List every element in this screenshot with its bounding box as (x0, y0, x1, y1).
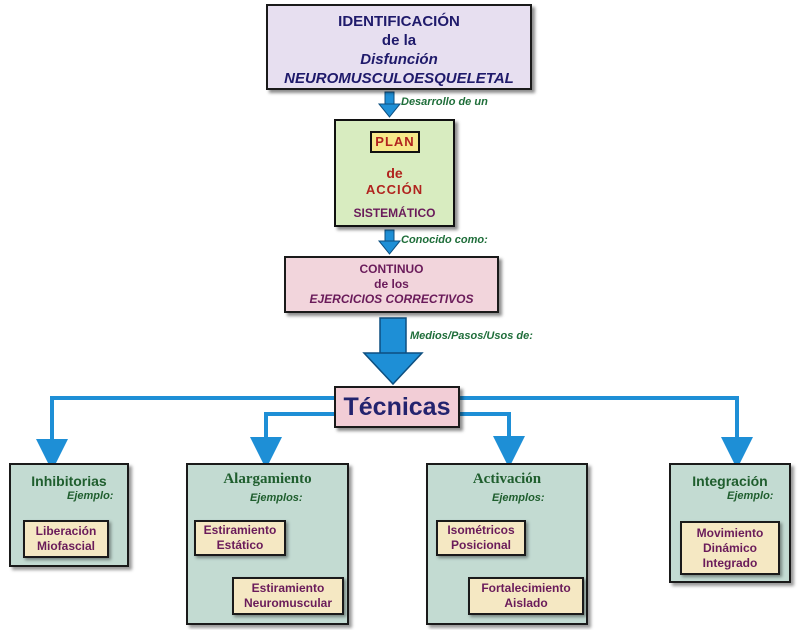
leaf-line: Isométricos (447, 523, 515, 537)
leaf-line: Liberación (35, 524, 97, 538)
category-inhibitorias-example: Ejemplo: (67, 490, 114, 502)
techniques-box: Técnicas (334, 386, 460, 428)
plan-tag: PLAN (370, 131, 420, 153)
leaf-line: Movimiento (696, 525, 764, 540)
leaf-movimiento-dinamico-integrado: Movimiento Dinámico Integrado (680, 521, 780, 575)
branch-activacion (460, 412, 525, 468)
leaf-line: Estático (216, 538, 264, 552)
connector-label-3: Medios/Pasos/Usos de: (410, 330, 533, 342)
category-alargamiento-example: Ejemplos: (250, 492, 303, 504)
category-integracion-example: Ejemplo: (727, 490, 774, 502)
category-activacion: Activación Ejemplos: Isométricos Posicio… (426, 463, 588, 625)
leaf-estiramiento-estatico: Estiramiento Estático (194, 520, 286, 556)
arrow-plan-to-continuum (377, 229, 402, 255)
leaf-liberacion-miofascial: Liberación Miofascial (23, 520, 109, 558)
leaf-line: Posicional (450, 538, 512, 552)
continuum-line3: EJERCICIOS CORRECTIVOS (309, 292, 474, 306)
plan-line3: ACCIÓN (365, 182, 424, 197)
leaf-line: Neuromuscular (243, 596, 333, 610)
leaf-line: Estiramiento (203, 523, 277, 537)
connector-label-1: Desarrollo de un (401, 96, 488, 108)
branch-inhibitorias (36, 396, 334, 471)
plan-box: PLAN de ACCIÓN SISTEMÁTICO (334, 119, 455, 227)
continuum-line2: de los (374, 277, 409, 291)
leaf-line: Miofascial (36, 539, 96, 553)
leaf-line: Estiramiento (251, 581, 325, 595)
big-arrow-continuum-to-techniques (362, 317, 424, 386)
category-alargamiento: Alargamiento Ejemplos: Estiramiento Está… (186, 463, 349, 625)
identification-line2: de la (381, 32, 417, 49)
leaf-line: Aislado (504, 596, 548, 610)
connector-label-2: Conocido como: (401, 234, 488, 246)
identification-line3: Disfunción (360, 51, 438, 68)
branch-alargamiento (250, 412, 334, 469)
category-activacion-title: Activación (472, 471, 542, 487)
category-inhibitorias-title: Inhibitorias (31, 473, 107, 489)
leaf-line: Fortalecimiento (481, 581, 571, 595)
category-activacion-example: Ejemplos: (492, 492, 545, 504)
continuum-box: CONTINUO de los EJERCICIOS CORRECTIVOS (284, 256, 499, 313)
identification-line1: IDENTIFICACIÓN (338, 13, 460, 30)
continuum-line1: CONTINUO (359, 262, 424, 276)
branch-integracion (460, 396, 753, 469)
identification-box: IDENTIFICACIÓN de la Disfunción NEUROMUS… (266, 4, 532, 90)
arrow-top-to-plan (377, 91, 402, 118)
leaf-fortalecimiento-aislado: Fortalecimiento Aislado (468, 577, 584, 615)
category-inhibitorias: Inhibitorias Ejemplo: Liberación Miofasc… (9, 463, 129, 567)
category-integracion: Integración Ejemplo: Movimiento Dinámico… (669, 463, 791, 583)
identification-line4: NEUROMUSCULOESQUELETAL (284, 70, 514, 87)
leaf-line: Dinámico (702, 540, 757, 555)
leaf-line: Integrado (702, 555, 758, 570)
leaf-isometricos-posicional: Isométricos Posicional (436, 520, 526, 556)
category-alargamiento-title: Alargamiento (223, 471, 312, 487)
category-integracion-title: Integración (692, 473, 768, 489)
plan-line2: de (386, 165, 403, 181)
leaf-estiramiento-neuromuscular: Estiramiento Neuromuscular (232, 577, 344, 615)
plan-line4: SISTEMÁTICO (353, 206, 436, 220)
